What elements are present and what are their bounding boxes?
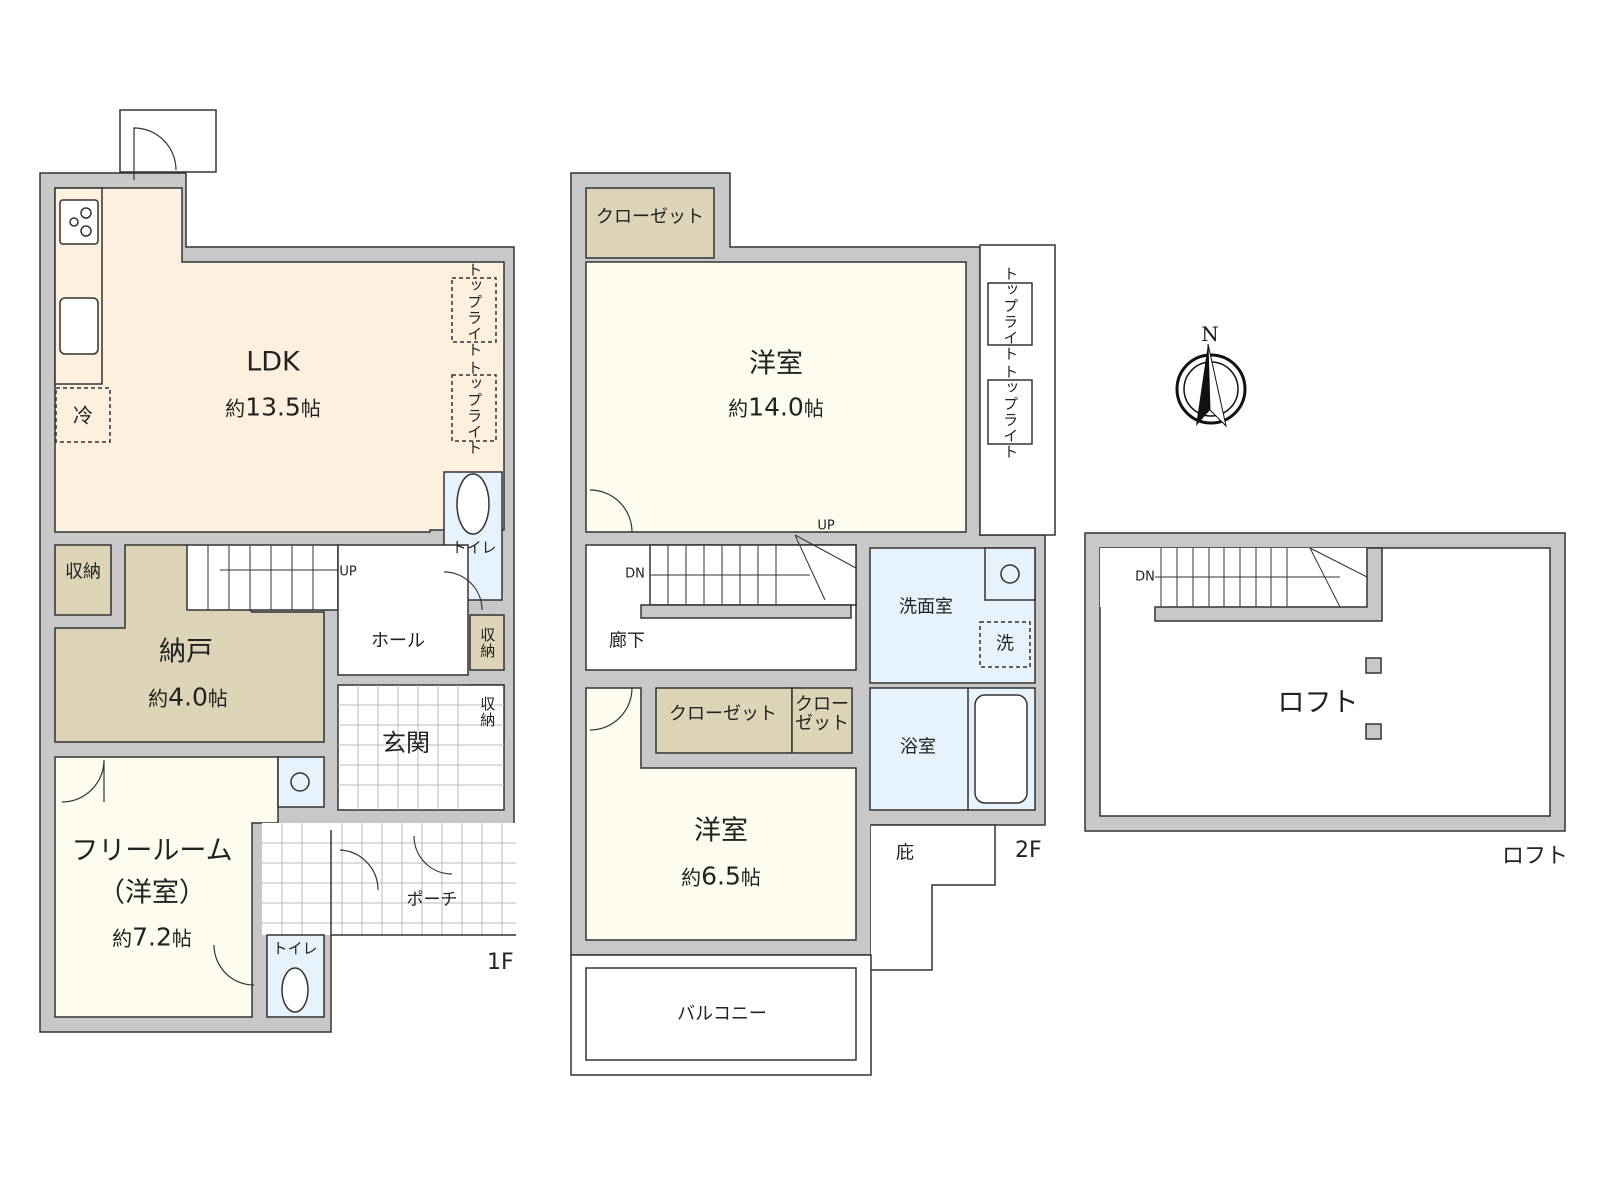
- room-western-small-area: 約6.5帖: [681, 861, 761, 892]
- balcony-label: バルコニー: [677, 1003, 767, 1025]
- area-value: 6.5: [701, 861, 741, 891]
- floor-2f: [570, 172, 1056, 1076]
- floor-1f: [39, 109, 516, 1033]
- closet-label: クローゼット: [596, 206, 704, 228]
- fridge-label: 冷: [73, 403, 93, 428]
- room-ldk: [54, 187, 505, 533]
- area-prefix: 約: [681, 865, 702, 890]
- area-unit: 帖: [300, 396, 321, 421]
- floor-label-1f: 1F: [487, 950, 514, 975]
- corridor-label: 廊下: [609, 630, 645, 652]
- stairs-down-label: DN: [1135, 569, 1155, 585]
- toilet-label: トイレ: [451, 538, 497, 557]
- closet-label: クローゼット: [669, 703, 777, 725]
- room-nando-area: 約4.0帖: [148, 682, 228, 713]
- room-western-large-name: 洋室: [749, 348, 803, 380]
- storage-label: 収納: [478, 696, 497, 728]
- toplight-label: トップライト: [465, 262, 484, 358]
- eaves-label: 庇: [896, 842, 914, 864]
- room-ldk-name: LDK: [246, 346, 300, 378]
- washroom-label: 洗面室: [899, 596, 953, 618]
- room-ldk-area: 約13.5帖: [225, 392, 321, 423]
- stairs-up-label: UP: [817, 518, 835, 534]
- area-prefix: 約: [112, 926, 133, 951]
- area-value: 13.5: [245, 392, 301, 422]
- room-free-name: フリールーム: [71, 835, 233, 867]
- floor-label-loft: ロフト: [1502, 844, 1569, 869]
- stairs-up-label: UP: [339, 564, 357, 580]
- porch-label: ポーチ: [406, 890, 458, 911]
- toplight-label: トップライト: [1001, 266, 1020, 362]
- floor-label-2f: 2F: [1015, 838, 1042, 863]
- room-loft-name: ロフト: [1277, 687, 1359, 719]
- area-value: 7.2: [132, 922, 172, 952]
- closet-label: クロー ゼット: [795, 694, 849, 734]
- area-unit: 帖: [803, 396, 824, 421]
- room-western-large-area: 約14.0帖: [728, 392, 824, 423]
- room-free-area: 約7.2帖: [112, 922, 192, 953]
- storage-label: 収納: [65, 561, 101, 583]
- toplight-label: トップライト: [465, 360, 484, 456]
- room-nando-name: 納戸: [159, 636, 213, 668]
- room-western-large: [585, 261, 967, 533]
- area-prefix: 約: [148, 686, 169, 711]
- room-western-small: [585, 687, 857, 941]
- area-unit: 帖: [740, 865, 761, 890]
- floor-loft: [1084, 532, 1566, 832]
- area-value: 14.0: [748, 392, 804, 422]
- area-unit: 帖: [171, 926, 192, 951]
- area-prefix: 約: [728, 396, 749, 421]
- bathroom-label: 浴室: [900, 736, 936, 758]
- area-unit: 帖: [207, 686, 228, 711]
- room-free-sub: （洋室）: [98, 877, 206, 909]
- toplight-label: トップライト: [1001, 364, 1020, 460]
- compass-north-label: N: [1201, 322, 1219, 346]
- area-prefix: 約: [225, 396, 246, 421]
- hall-label: ホール: [371, 630, 425, 652]
- stairs-down-label: DN: [625, 566, 645, 582]
- area-value: 4.0: [168, 682, 208, 712]
- washer-label: 洗: [996, 633, 1014, 655]
- toilet-label: トイレ: [272, 939, 318, 958]
- compass-icon: [1175, 343, 1247, 428]
- genkan-label: 玄関: [382, 729, 430, 758]
- storage-label: 収納: [478, 627, 497, 659]
- room-western-small-name: 洋室: [694, 815, 748, 847]
